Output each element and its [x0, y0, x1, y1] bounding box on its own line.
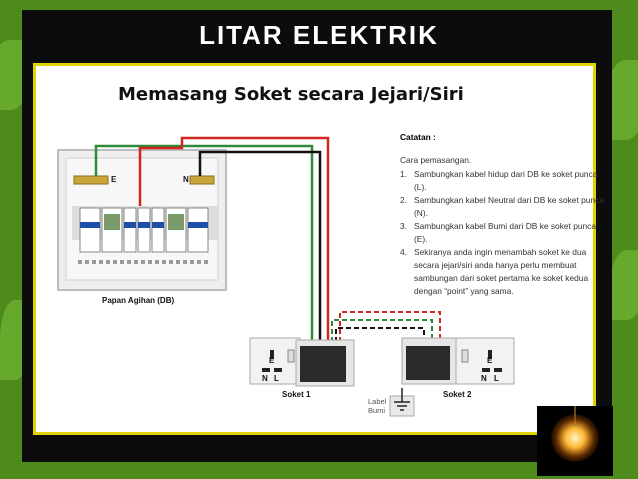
socket1-n-label: N: [262, 374, 268, 383]
slide-subtitle: Memasang Soket secara Jejari/Siri: [118, 84, 464, 105]
earth-symbol-icon: [389, 388, 415, 417]
slide-title: LITAR ELEKTRIK: [199, 20, 439, 50]
earth-wire-dashed: [331, 319, 433, 350]
live-wire-dashed: [339, 311, 441, 350]
note-text: Sekiranya anda ingin menambah soket ke d…: [414, 247, 589, 296]
socket1-e-label: E: [269, 356, 275, 365]
main-wires: [94, 136, 330, 345]
socket1-label: Soket 1: [282, 390, 311, 399]
note-number: 1.: [400, 169, 407, 179]
note-item: 4. Sekiranya anda ingin menambah soket k…: [400, 246, 620, 298]
note-text: Sambungkan kabel Bumi dari DB ke soket p…: [414, 221, 597, 244]
earth-wire: [94, 144, 314, 345]
note-item: 2. Sambungkan kabel Neutral dari DB ke s…: [400, 194, 620, 220]
socket-2: [401, 337, 515, 385]
bulb-glow: [551, 414, 599, 462]
distribution-board: [57, 149, 227, 291]
notes-box: Catatan : Cara pemasangan. 1. Sambungkan…: [400, 131, 620, 298]
note-item: 3. Sambungkan kabel Bumi dari DB ke soke…: [400, 220, 620, 246]
socket2-n-label: N: [481, 374, 487, 383]
note-text: Sambungkan kabel Neutral dari DB ke soke…: [414, 195, 604, 218]
socket2-l-label: L: [494, 374, 499, 383]
db-neutral-bar-label: N: [183, 175, 189, 184]
socket2-label: Soket 2: [443, 390, 472, 399]
background-leaf: [610, 250, 638, 320]
neutral-wire: [198, 150, 322, 345]
note-number: 2.: [400, 195, 407, 205]
earth-label-line1: Label: [368, 397, 387, 406]
live-wire: [138, 136, 330, 345]
db-label: Papan Agihan (DB): [102, 296, 175, 305]
light-bulb-icon: [537, 406, 613, 476]
earth-label-line2: Bumi: [368, 406, 386, 415]
notes-intro: Cara pemasangan.: [400, 155, 472, 165]
socket-1: [249, 337, 355, 387]
db-earth-bar-label: E: [111, 175, 117, 184]
notes-heading: Catatan :: [400, 132, 436, 142]
socket2-e-label: E: [487, 356, 493, 365]
note-number: 4.: [400, 247, 407, 257]
note-text: Sambungkan kabel hidup dari DB ke soket …: [414, 169, 598, 192]
circuit-breakers: [79, 207, 209, 253]
note-number: 3.: [400, 221, 407, 231]
socket1-l-label: L: [274, 374, 279, 383]
note-item: 1. Sambungkan kabel hidup dari DB ke sok…: [400, 168, 620, 194]
